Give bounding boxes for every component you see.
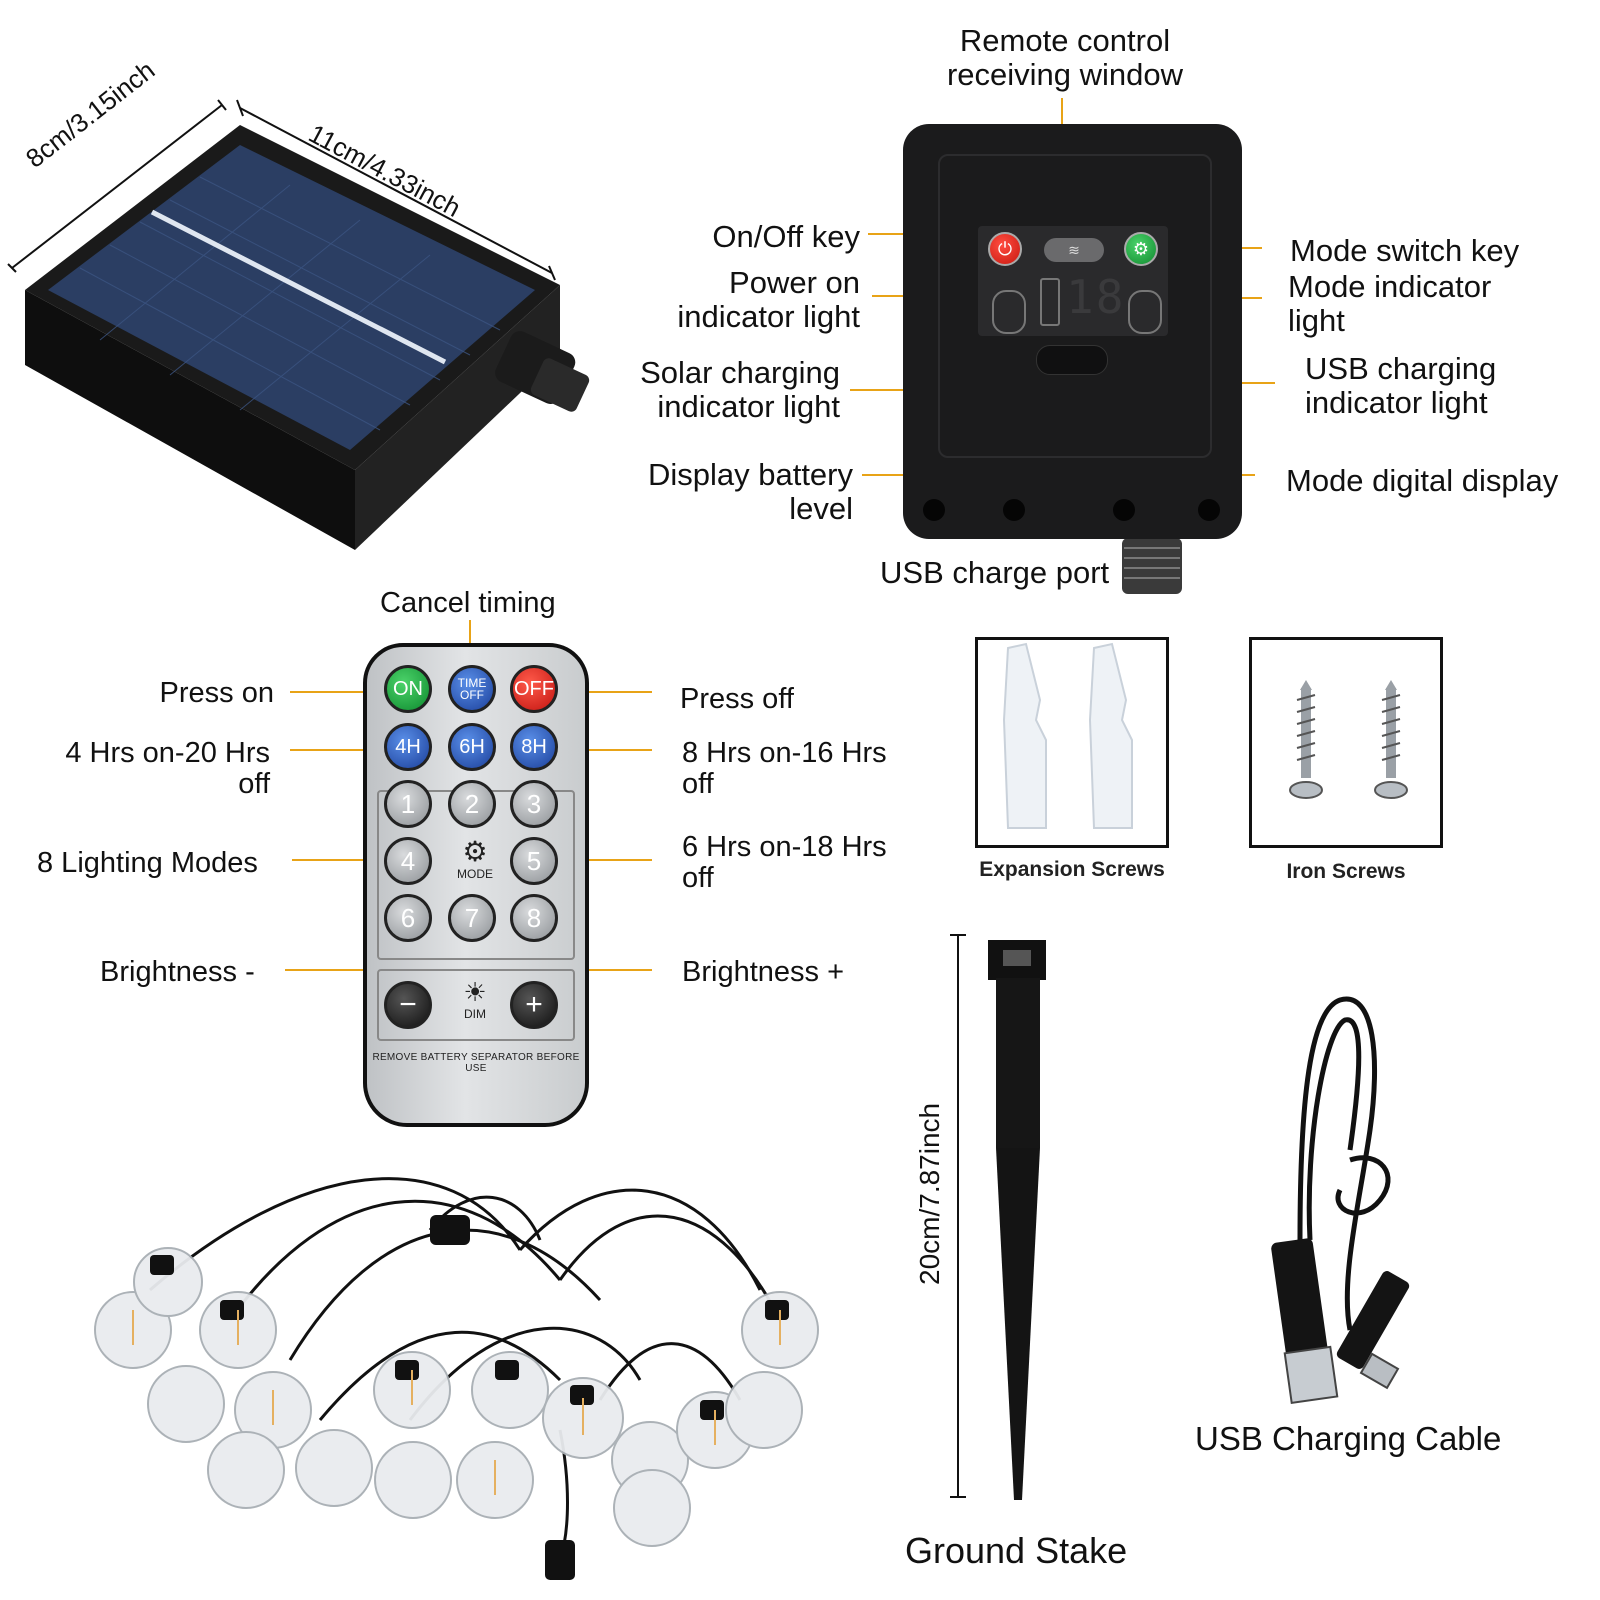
brightness-plus-button[interactable]: + <box>510 981 558 1029</box>
label-usb-port: USB charge port <box>880 555 1110 590</box>
usb-plugs-image <box>1271 1238 1410 1404</box>
mode-6-button[interactable]: 6 <box>384 894 432 942</box>
usb-port-cover <box>1036 345 1108 375</box>
mount-hole <box>1198 499 1220 521</box>
label-mode-switch: Mode switch key <box>1290 233 1520 268</box>
mode-4-button[interactable]: 4 <box>384 837 432 885</box>
expansion-screws-box <box>975 637 1169 848</box>
on-button[interactable]: ON <box>384 665 432 713</box>
battery-warning-text: REMOVE BATTERY SEPARATOR BEFORE USE <box>372 1052 580 1074</box>
mount-hole <box>1003 499 1025 521</box>
controller-connector <box>1122 538 1182 594</box>
usb-charging-icon <box>1128 290 1162 334</box>
brightness-minus-button[interactable]: − <box>384 981 432 1029</box>
remote-receiver-window: ≋ <box>1044 238 1104 262</box>
gear-icon: ⚙ <box>462 836 488 867</box>
string-lights-image <box>94 1177 819 1580</box>
label-lighting-modes: 8 Lighting Modes <box>37 847 258 879</box>
label-press-off: Press off <box>680 683 794 715</box>
off-button[interactable]: OFF <box>510 665 558 713</box>
label-press-on: Press on <box>159 677 274 709</box>
mode-1-button[interactable]: 1 <box>384 780 432 828</box>
label-4hrs: 4 Hrs on-20 Hrs off <box>65 737 270 800</box>
mount-hole <box>923 499 945 521</box>
power-button[interactable]: ⏻ <box>988 232 1022 266</box>
label-solar-indicator: Solar charging indicator light <box>640 355 840 424</box>
label-mode-indicator: Mode indicator light <box>1288 269 1492 338</box>
timer-8h-button[interactable]: 8H <box>510 723 558 771</box>
timer-6h-button[interactable]: 6H <box>448 723 496 771</box>
dim-icon: ☀ DIM <box>445 977 505 1021</box>
label-power-indicator: Power on indicator light <box>677 265 860 334</box>
iron-screws-image <box>1289 680 1408 799</box>
controller-frame <box>938 154 1212 458</box>
stake-dimension: 20cm/7.87inch <box>914 1102 945 1285</box>
iron-screws-box <box>1249 637 1443 848</box>
mode-5-button[interactable]: 5 <box>510 837 558 885</box>
mode-2-button[interactable]: 2 <box>448 780 496 828</box>
ground-stake-image <box>988 940 1046 1500</box>
solar-panel-image <box>25 125 590 550</box>
stake-dimension-line <box>950 934 966 1498</box>
bulb-icon: ☀ <box>463 977 487 1007</box>
expansion-screws-image <box>1002 642 1133 829</box>
mode-digital-display: 18 <box>1066 270 1126 324</box>
expansion-screws-caption: Expansion Screws <box>979 858 1165 881</box>
label-battery-display: Display battery level <box>647 457 853 526</box>
mode-3-button[interactable]: 3 <box>510 780 558 828</box>
mode-switch-button[interactable]: ⚙ <box>1124 232 1158 266</box>
mode-7-button[interactable]: 7 <box>448 894 496 942</box>
usb-cable-image <box>1297 996 1391 1331</box>
label-brightness-plus: Brightness + <box>682 956 845 988</box>
label-on-off-key: On/Off key <box>712 219 860 254</box>
brightness-button-group <box>377 969 575 1041</box>
label-8hrs: 8 Hrs on-16 Hrs off <box>682 737 887 800</box>
label-mode-display: Mode digital display <box>1286 463 1559 498</box>
label-6hrs: 6 Hrs on-18 Hrs off <box>682 831 887 894</box>
mode-8-button[interactable]: 8 <box>510 894 558 942</box>
label-remote-window: Remote control receiving window <box>946 23 1184 92</box>
usb-cable-caption: USB Charging Cable <box>1195 1420 1502 1457</box>
panel-dimension-lines <box>7 99 556 281</box>
timer-4h-button[interactable]: 4H <box>384 723 432 771</box>
label-usb-indicator: USB charging indicator light <box>1305 351 1497 420</box>
iron-screws-caption: Iron Screws <box>1286 860 1406 883</box>
solar-charging-icon <box>992 290 1026 334</box>
label-brightness-minus: Brightness - <box>100 956 255 988</box>
label-cancel-timing: Cancel timing <box>380 587 556 619</box>
ground-stake-caption: Ground Stake <box>905 1530 1128 1571</box>
mount-hole <box>1113 499 1135 521</box>
battery-level-icon <box>1040 278 1060 326</box>
mode-icon: ⚙ MODE <box>445 836 505 882</box>
